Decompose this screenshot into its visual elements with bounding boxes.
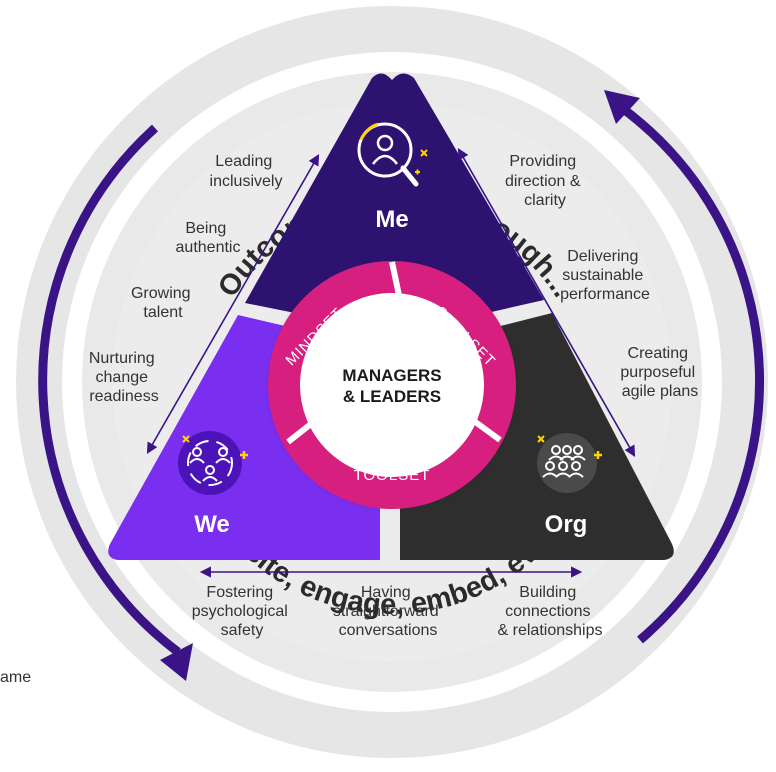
bottom-label-conversations: Having straightforward conversations (333, 584, 443, 639)
center-title-line2: & LEADERS (343, 387, 441, 406)
bottom-label-connections: Building connections & relationships (498, 584, 603, 639)
me-label: Me (375, 206, 408, 233)
org-label: Org (545, 511, 588, 538)
person-magnifier-icon (357, 122, 428, 187)
right-cycle-arrow (619, 104, 765, 644)
toolset-label: TOOLSET (354, 467, 431, 484)
right-label-agile: Creating purposeful agile plans (620, 345, 699, 400)
left-label-change: Nurturing change readiness (89, 350, 159, 405)
segment-divider-top (389, 261, 403, 301)
bottom-label-safety: Fostering psychological safety (192, 584, 293, 639)
left-edge-arrow (146, 154, 320, 454)
left-cycle-arrowhead (160, 643, 193, 681)
right-label-direction: Providing direction & clarity (505, 153, 585, 209)
center-title-line1: MANAGERS (342, 366, 441, 385)
right-edge-arrow (457, 148, 636, 457)
left-cycle-arrow (38, 124, 181, 656)
we-label: We (194, 511, 230, 538)
right-label-performance: Delivering sustainable performance (560, 248, 650, 303)
center-inner (301, 294, 483, 476)
right-cycle-arrowhead (604, 90, 640, 124)
left-label-leading: Leading inclusively (210, 153, 283, 190)
left-label-talent: Growing talent (131, 285, 195, 321)
left-label-authentic: Being authentic (176, 220, 241, 256)
clipped-edge-text: ame (0, 669, 31, 686)
